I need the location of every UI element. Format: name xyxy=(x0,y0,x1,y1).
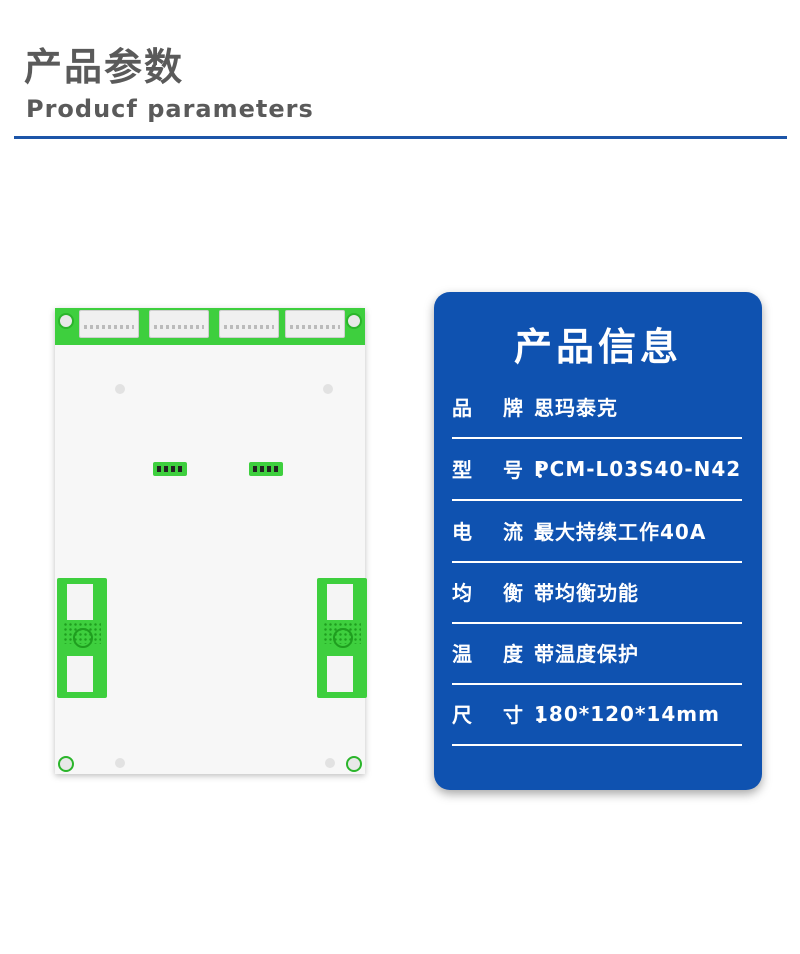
product-info-card: 产品信息 品 牌： 思玛泰克 型 号： PCM-L03S40-N42 电 流： … xyxy=(434,292,762,790)
info-row-model: 型 号： PCM-L03S40-N42 xyxy=(452,438,742,501)
connector-1 xyxy=(79,310,139,338)
mount-hole-bottom-left xyxy=(58,756,74,772)
info-row-temperature: 温 度： 带温度保护 xyxy=(452,622,742,685)
pin-header-2 xyxy=(249,462,283,476)
mount-hole-top-left xyxy=(58,313,74,329)
pcb-side-left xyxy=(57,578,107,698)
white-hole-4 xyxy=(325,758,335,768)
info-label: 电 流： xyxy=(452,520,567,544)
info-card-title: 产品信息 xyxy=(513,325,682,369)
info-row-balance: 均 衡： 带均衡功能 xyxy=(452,561,742,624)
page-title-cn: 产品参数 xyxy=(24,45,185,89)
info-value: 180*120*14mm xyxy=(534,701,720,726)
white-hole-1 xyxy=(115,384,125,394)
info-value: 思玛泰克 xyxy=(534,396,618,420)
info-label: 温 度： xyxy=(452,642,567,666)
info-value: 带温度保护 xyxy=(534,642,639,666)
pcb-side-right xyxy=(317,578,367,698)
product-image-bms-board xyxy=(55,308,367,774)
mount-hole-bottom-right xyxy=(346,756,362,772)
info-label: 型 号： xyxy=(452,458,567,482)
white-hole-3 xyxy=(115,758,125,768)
mount-hole-top-right xyxy=(346,313,362,329)
info-value: 带均衡功能 xyxy=(534,581,639,605)
info-row-brand: 品 牌： 思玛泰克 xyxy=(452,376,742,439)
connector-4 xyxy=(285,310,345,338)
info-label: 尺 寸： xyxy=(452,703,567,727)
page-title-en: Producf parameters xyxy=(26,95,314,123)
info-row-current: 电 流： 最大持续工作40A xyxy=(452,500,742,563)
info-value: PCM-L03S40-N42 xyxy=(534,456,742,481)
info-row-size: 尺 寸： 180*120*14mm xyxy=(452,683,742,746)
header-divider xyxy=(14,136,787,139)
white-hole-2 xyxy=(323,384,333,394)
info-value: 最大持续工作40A xyxy=(534,520,707,544)
info-label: 品 牌： xyxy=(452,396,567,420)
info-label: 均 衡： xyxy=(452,581,567,605)
connector-2 xyxy=(149,310,209,338)
pin-header-1 xyxy=(153,462,187,476)
connector-3 xyxy=(219,310,279,338)
